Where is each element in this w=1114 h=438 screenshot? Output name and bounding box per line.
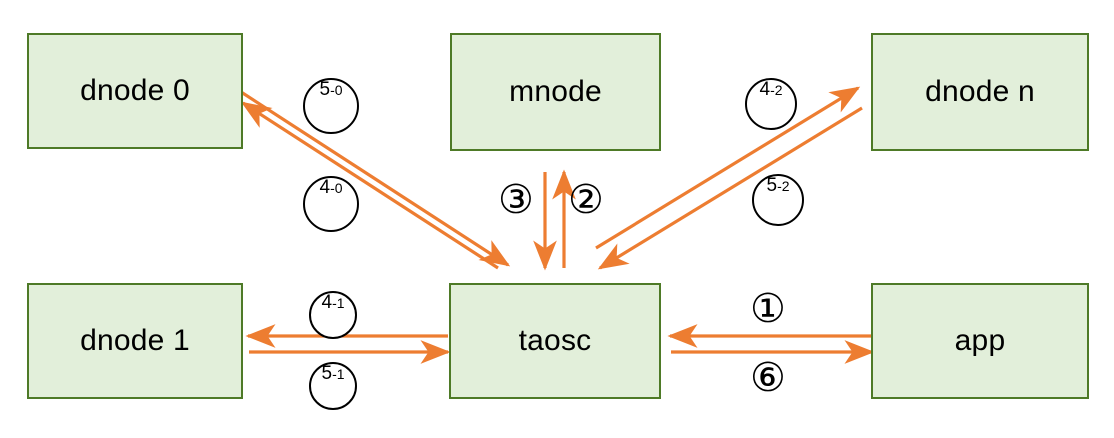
edge-badge-5-1: 5 -1	[309, 362, 357, 410]
edge-badge-sub: -0	[330, 82, 343, 98]
node-taosc[interactable]: taosc	[449, 283, 661, 399]
edge-badge-5-0: 5 -0	[303, 78, 359, 134]
edge-badge-4-2: 4 -2	[745, 78, 797, 130]
edge-badge-5-2: 5 -2	[752, 174, 804, 226]
edge-badge-4-0: 4 -0	[303, 176, 359, 232]
edge-badge-main: 4	[321, 292, 333, 313]
edge-badge-sub: -1	[332, 366, 345, 382]
edge-badge-main: 4	[759, 79, 771, 100]
edge-badge-main: 4	[319, 177, 331, 198]
edge-badge-main: 5	[766, 175, 778, 196]
edge-badge-3: ③	[498, 177, 534, 223]
node-dnode-n[interactable]: dnode n	[871, 33, 1089, 151]
edge-badge-1: ①	[750, 286, 786, 332]
node-label: dnode n	[925, 75, 1035, 108]
edge-badge-sub: -1	[332, 295, 345, 311]
edge-badge-main: 5	[319, 79, 331, 100]
node-label: dnode 0	[80, 74, 190, 107]
edge-badge-main: 5	[321, 363, 333, 384]
node-dnode-1[interactable]: dnode 1	[27, 283, 243, 399]
node-label: app	[954, 324, 1006, 357]
edge-badge-sub: -0	[330, 180, 343, 196]
edge-badge-6: ⑥	[750, 355, 786, 401]
edge-badge-sub: -2	[770, 82, 783, 98]
node-label: mnode	[509, 75, 602, 108]
node-label: taosc	[518, 324, 592, 357]
edge-badge-2: ②	[568, 177, 604, 223]
edge-badge-4-1: 4 -1	[309, 291, 357, 339]
node-dnode-0[interactable]: dnode 0	[27, 33, 243, 149]
node-mnode[interactable]: mnode	[450, 33, 661, 151]
node-label: dnode 1	[80, 324, 190, 357]
edge-badge-sub: -2	[777, 178, 790, 194]
node-app[interactable]: app	[871, 283, 1089, 399]
